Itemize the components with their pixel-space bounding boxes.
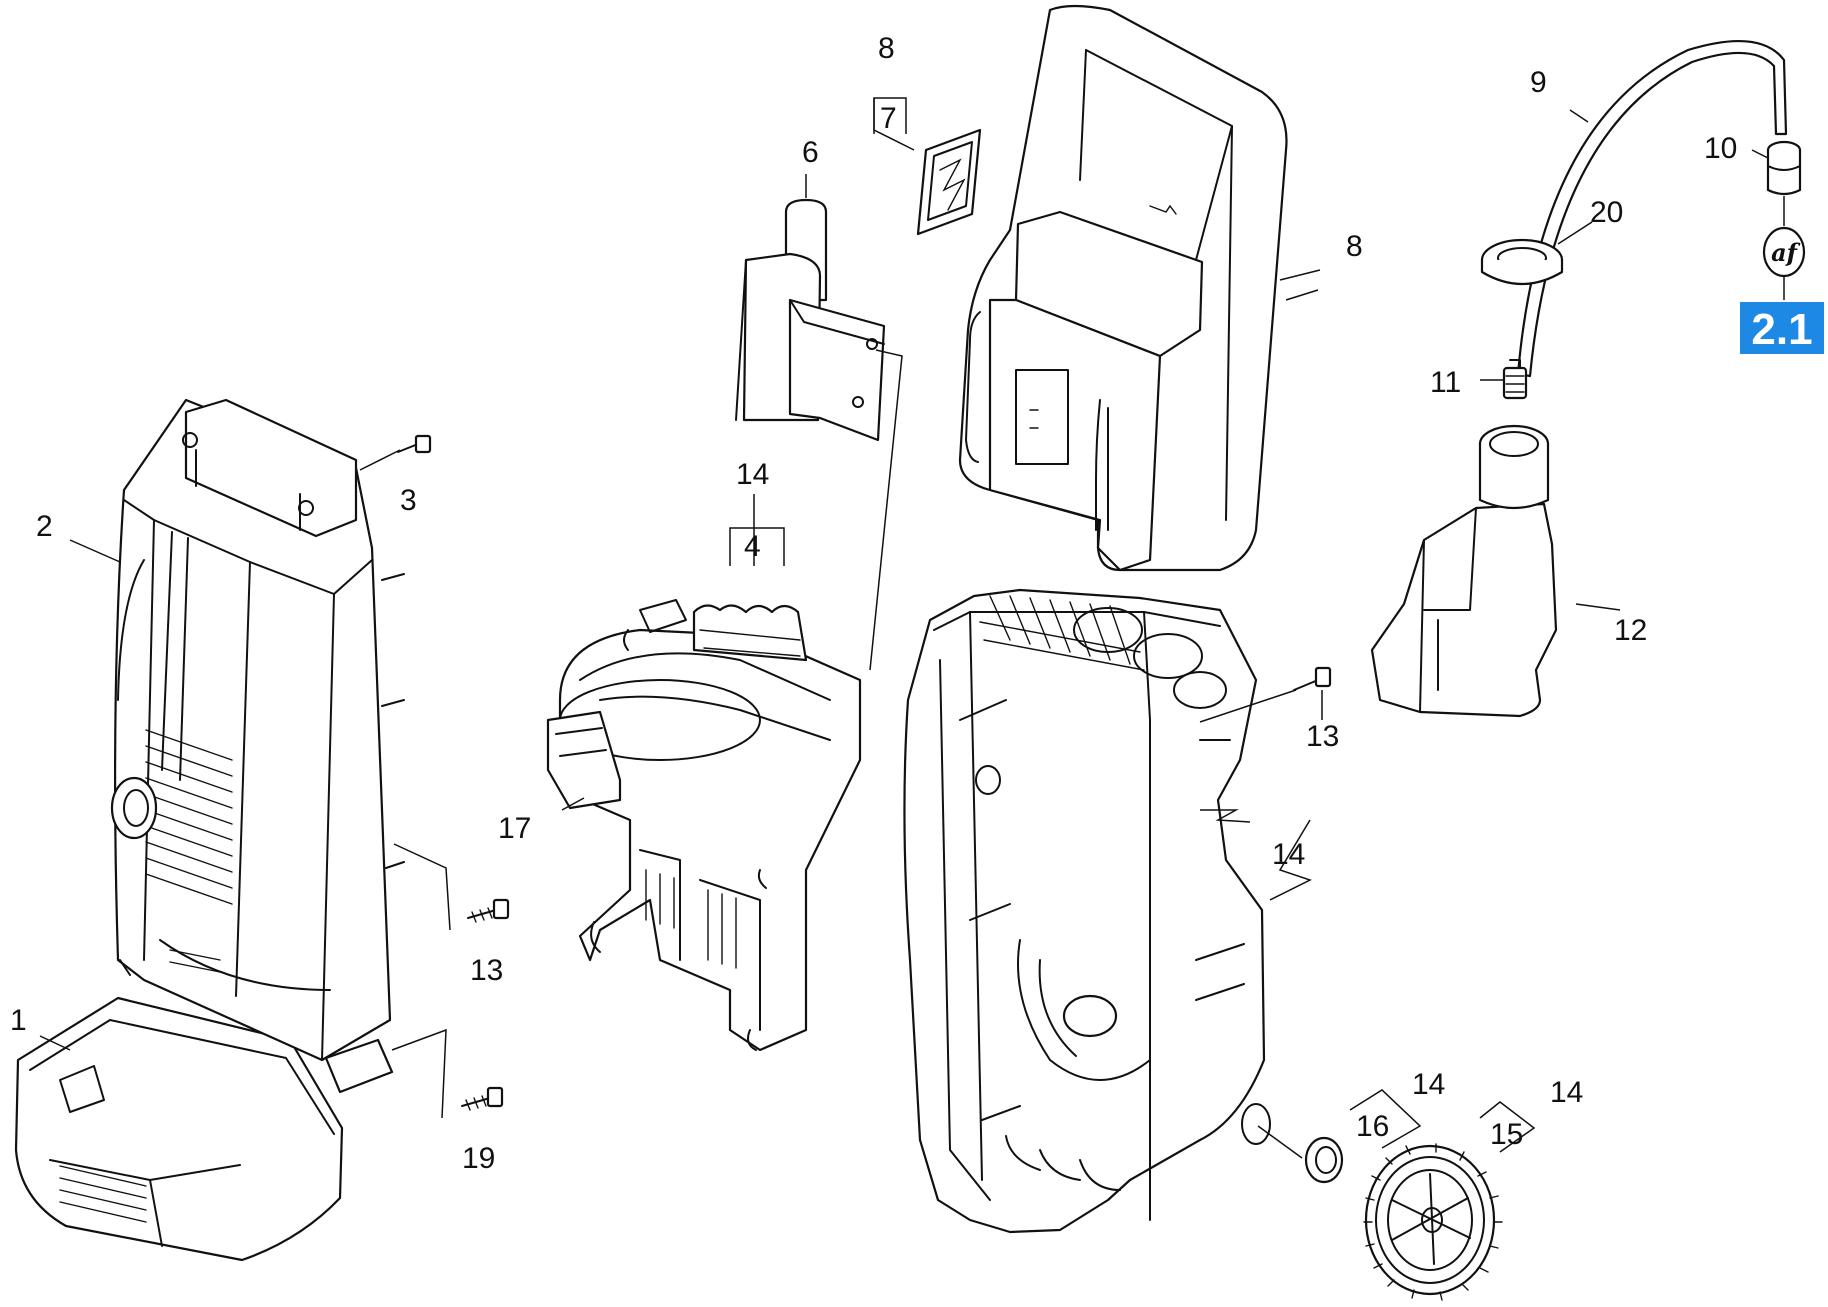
callout-8-right: 8: [1346, 230, 1363, 263]
part-2-front-housing: [110, 398, 405, 1094]
part-20-seal: [1480, 221, 1593, 286]
part-8-handle: [958, 4, 1321, 572]
part-3-screw: [359, 434, 432, 471]
part-15-wheel: [1363, 1101, 1536, 1301]
reference-badge: 2.1: [1740, 302, 1824, 354]
part-19-screw: [391, 1028, 504, 1119]
callout-10: 10: [1704, 132, 1737, 165]
callout-11: 11: [1430, 366, 1461, 399]
callout-2: 2: [36, 510, 53, 543]
callout-16: 16: [1356, 1110, 1389, 1143]
part-16-cap: [1257, 1089, 1422, 1184]
callout-20: 20: [1590, 196, 1623, 229]
callout-1: 1: [10, 1004, 27, 1037]
af-symbol-text: af: [1771, 238, 1801, 267]
callout-13-left: 13: [470, 954, 503, 987]
callout-14-top: 14: [736, 458, 769, 491]
part-12-tank: [1370, 424, 1621, 718]
part-14-main-body: [903, 588, 1271, 1234]
leader-lines: [39, 539, 1312, 1051]
part-10-connector: [1751, 140, 1802, 300]
callout-3: 3: [400, 484, 417, 517]
callout-14-cap: 14: [1412, 1068, 1445, 1101]
part-9-hose: [1516, 40, 1788, 378]
callout-17: 17: [498, 812, 531, 845]
callout-labels: 1 2 3 4 6 7 8 8 9 10 11 12 13 13 14 14 1…: [10, 32, 1737, 1175]
callout-12: 12: [1614, 614, 1647, 647]
part-4-inner-frame: [546, 494, 862, 1052]
af-symbol: af: [1762, 226, 1806, 278]
callout-7: 7: [880, 102, 897, 135]
part-6-bracket: [735, 174, 903, 671]
callout-9: 9: [1530, 66, 1547, 99]
callout-15: 15: [1490, 1118, 1523, 1151]
callout-14-wheel: 14: [1550, 1076, 1583, 1109]
part-13-screw-right: [1199, 666, 1332, 723]
callout-6: 6: [802, 136, 819, 169]
callout-13-right: 13: [1306, 720, 1339, 753]
part-13-screw-left: [393, 843, 510, 931]
callout-19: 19: [462, 1142, 495, 1175]
callout-4: 4: [744, 530, 761, 563]
part-7-label: [873, 97, 982, 236]
part-11-filter: [1480, 359, 1528, 400]
reference-badge-text: 2.1: [1751, 305, 1812, 354]
part-1-base-tray: [14, 996, 344, 1262]
callout-8-top: 8: [878, 32, 895, 65]
